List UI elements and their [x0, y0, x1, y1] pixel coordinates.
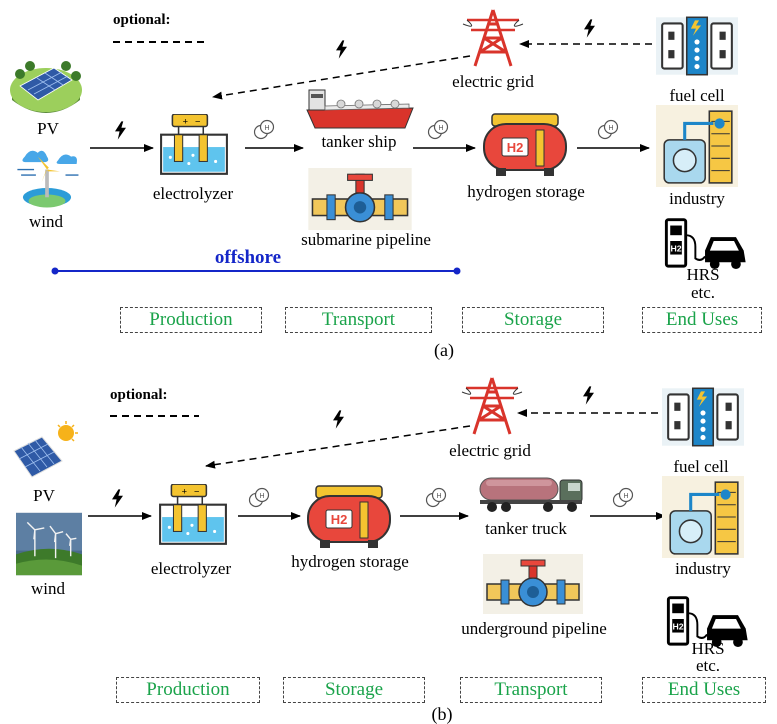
industry-icon — [656, 104, 738, 188]
hydrogen-storage-label: hydrogen storage — [291, 552, 409, 571]
electricity-bolt-icon — [584, 19, 595, 38]
tanker-ship-icon — [306, 89, 414, 129]
wind-turbine-icon — [16, 150, 80, 209]
tanker-ship-label: tanker ship — [321, 132, 397, 151]
stage-box: End Uses — [642, 307, 762, 333]
stage-box: End Uses — [642, 677, 766, 703]
hydrogen-molecule-icon — [612, 487, 634, 508]
industry-label: industry — [669, 189, 725, 208]
submarine-pipeline-icon — [308, 168, 412, 230]
tanker-truck-icon — [479, 477, 583, 513]
underground-pipeline-icon — [483, 554, 583, 614]
stage-box: Storage — [283, 677, 425, 703]
fuel-cell-label: fuel cell — [673, 457, 729, 476]
electric-grid-label: electric grid — [449, 441, 531, 460]
pv-field-icon — [9, 60, 83, 114]
hrs-label: HRS — [686, 265, 720, 284]
etc-label: etc. — [690, 283, 716, 302]
hydrogen-molecule-icon — [425, 487, 447, 508]
panel-b-graphics — [13, 376, 750, 648]
stage-box: Transport — [285, 307, 432, 333]
hrs-label: HRS — [691, 639, 725, 658]
tanker-truck-label: tanker truck — [485, 519, 567, 538]
arrow-grid-to-electrolyzer — [205, 425, 471, 469]
pv-label: PV — [37, 119, 59, 138]
industry-label: industry — [675, 559, 731, 578]
electricity-bolt-icon — [336, 40, 347, 59]
hydrogen-storage-label: hydrogen storage — [467, 182, 585, 201]
panel-a-caption: (a) — [434, 340, 454, 360]
hydrogen-molecule-icon — [427, 119, 449, 140]
etc-label: etc. — [695, 656, 721, 675]
pv-label: PV — [33, 486, 55, 505]
electricity-bolt-icon — [115, 121, 126, 140]
electricity-bolt-icon — [333, 410, 344, 429]
industry-icon — [662, 476, 744, 558]
hydrogen-storage-tank-icon — [307, 485, 391, 549]
electrolyzer-icon — [160, 114, 228, 175]
hydrogen-molecule-icon — [248, 487, 270, 508]
hrs-icon — [664, 218, 748, 270]
electrolyzer-label: electrolyzer — [150, 559, 232, 578]
wind-label: wind — [31, 579, 65, 598]
electric-grid-label: electric grid — [452, 72, 534, 91]
optional-legend-label: optional: — [113, 12, 171, 28]
wind-label: wind — [29, 212, 63, 231]
electrolyzer-icon — [159, 484, 227, 545]
electrolyzer-label: electrolyzer — [152, 184, 234, 203]
fuel-cell-icon — [656, 15, 738, 77]
panel-a-graphics — [9, 8, 748, 275]
electric-grid-pylon-icon — [462, 8, 524, 68]
hydrogen-molecule-icon — [597, 119, 619, 140]
stage-box: Transport — [460, 677, 602, 703]
stage-box: Production — [116, 677, 260, 703]
electricity-bolt-icon — [583, 386, 594, 405]
electricity-bolt-icon — [112, 489, 123, 508]
solar-panel-icon — [13, 420, 79, 478]
fuel-cell-icon — [662, 386, 744, 448]
optional-legend-label: optional: — [110, 387, 168, 403]
underground-pipeline-label: underground pipeline — [461, 619, 607, 638]
electric-grid-pylon-icon — [461, 376, 523, 436]
panel-b-caption: (b) — [431, 704, 453, 724]
wind-farm-photo — [16, 512, 82, 576]
fuel-cell-label: fuel cell — [669, 86, 725, 105]
stage-box: Storage — [462, 307, 604, 333]
offshore-label: offshore — [214, 247, 282, 268]
submarine-pipeline-label: submarine pipeline — [301, 230, 431, 249]
arrow-grid-to-electrolyzer — [212, 55, 471, 100]
hydrogen-storage-tank-icon — [483, 113, 567, 177]
hydrogen-molecule-icon — [253, 119, 275, 140]
stage-box: Production — [120, 307, 262, 333]
